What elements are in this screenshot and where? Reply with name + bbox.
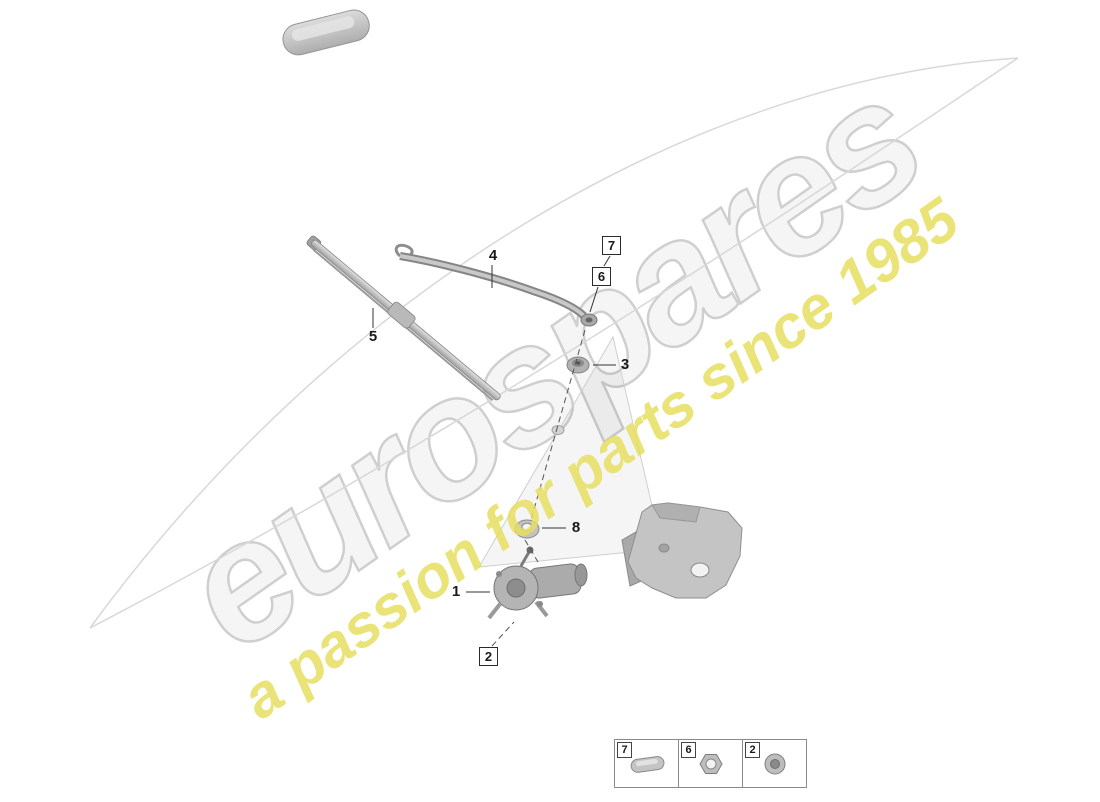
callout-1[interactable]: 1	[451, 583, 461, 600]
legend-item-2[interactable]: 2	[742, 739, 807, 788]
callout-4[interactable]: 4	[488, 247, 498, 264]
wiper-arm-cap-drawing	[282, 9, 370, 56]
spindle-hole	[551, 425, 565, 435]
leader-lines	[372, 255, 616, 647]
wiper-arm-drawing	[394, 243, 598, 327]
wiper-motor-drawing	[487, 546, 588, 620]
wiper-blade-drawing	[306, 235, 501, 401]
legend-number-2: 2	[745, 742, 760, 758]
legend-number-7: 7	[617, 742, 632, 758]
legend-number-6: 6	[681, 742, 696, 758]
callout-3[interactable]: 3	[620, 356, 630, 373]
legend-item-7[interactable]: 7	[614, 739, 679, 788]
callout-5[interactable]: 5	[368, 328, 378, 345]
legend-item-6[interactable]: 6	[678, 739, 743, 788]
mounting-bracket-drawing	[621, 502, 743, 599]
legend-table: 7 6 2	[614, 739, 807, 788]
callout-8[interactable]: 8	[571, 519, 581, 536]
rear-window-outline	[478, 335, 663, 568]
round-nut-icon	[764, 753, 785, 774]
hex-nut-icon	[698, 753, 723, 774]
wiper-cap-icon	[630, 755, 664, 773]
callout-7[interactable]: 7	[602, 236, 621, 255]
grommet-drawing	[514, 519, 540, 539]
callout-6[interactable]: 6	[592, 267, 611, 286]
callout-2[interactable]: 2	[479, 647, 498, 666]
spindle-nut-drawing	[566, 356, 590, 374]
background-swoosh	[89, 57, 1019, 629]
